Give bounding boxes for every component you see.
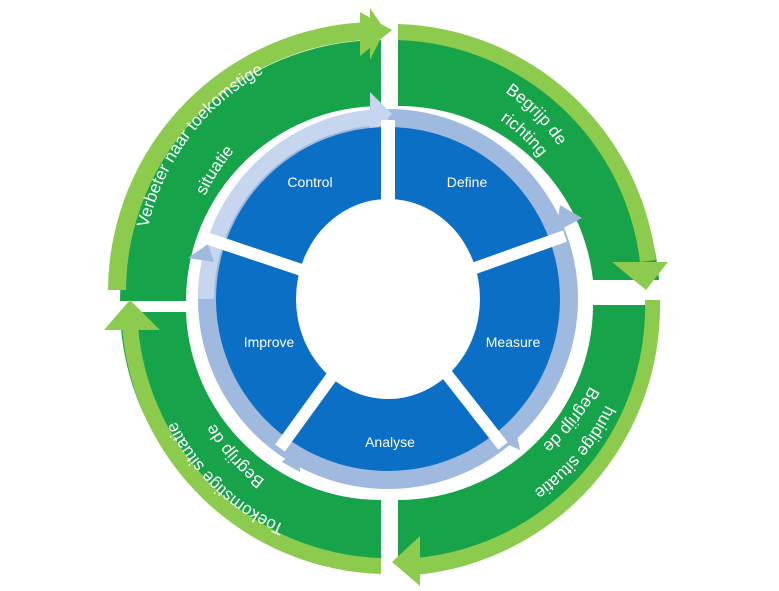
outer-ring bbox=[104, 8, 668, 586]
phase-label-analyse: Analyse bbox=[365, 434, 415, 450]
outer-quadrant-bottom-right bbox=[392, 300, 661, 586]
outer-quadrant-top-right bbox=[398, 24, 668, 290]
inner-arrow-improve bbox=[188, 244, 214, 262]
phase-segments bbox=[204, 120, 568, 471]
phase-label-control: Control bbox=[287, 174, 332, 190]
phase-labels: Control Define Measure Analyse Improve bbox=[244, 174, 541, 450]
phase-label-improve: Improve bbox=[244, 334, 295, 350]
outer-quadrant-bottom-left bbox=[104, 300, 381, 574]
outer-quadrant-top-left bbox=[108, 8, 392, 301]
phase-label-define: Define bbox=[447, 174, 488, 190]
outer-arrow-bottom-left bbox=[122, 326, 381, 574]
outer-arrow-top-right bbox=[398, 24, 656, 262]
outer-arrow-bottom-right bbox=[416, 300, 661, 575]
outer-arrow-top-left bbox=[108, 8, 385, 290]
inner-arrow-analyse bbox=[282, 446, 300, 472]
center-hole bbox=[296, 199, 480, 399]
inner-arrow-measure bbox=[498, 425, 520, 450]
inner-arrow-define bbox=[556, 205, 582, 232]
inner-arrow-control bbox=[370, 92, 392, 136]
phase-label-measure: Measure bbox=[486, 334, 541, 350]
